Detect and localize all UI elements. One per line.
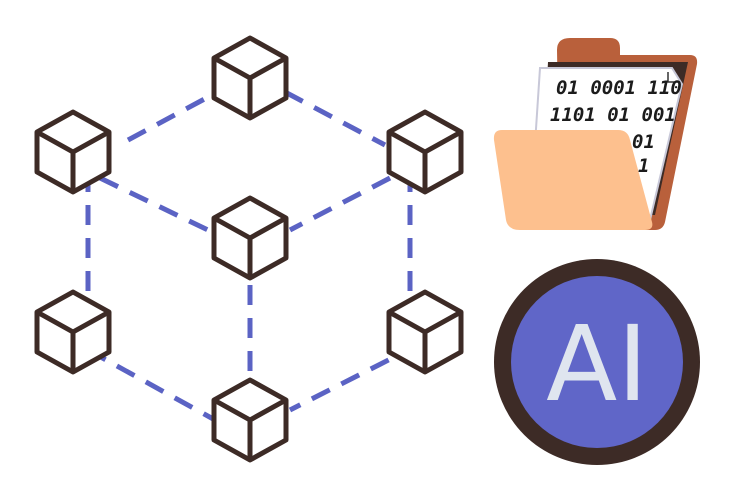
cube-icon bbox=[211, 377, 289, 463]
binary-folder-icon: 01 0001 110 1101 01 001 01 1 bbox=[493, 38, 698, 230]
connection-line bbox=[126, 92, 214, 143]
cube-icon bbox=[386, 109, 464, 195]
ai-label: AI bbox=[546, 303, 648, 425]
connection-line bbox=[86, 347, 217, 423]
binary-line: 01 0001 110 bbox=[556, 77, 682, 99]
binary-line: 1101 01 001 bbox=[550, 104, 676, 126]
connection-line bbox=[288, 175, 392, 233]
network-connections bbox=[85, 89, 420, 423]
cube-icon bbox=[34, 109, 112, 195]
connection-line bbox=[288, 342, 420, 413]
cube-icon bbox=[34, 289, 112, 375]
binary-line: 01 bbox=[632, 131, 655, 153]
cube-nodes bbox=[34, 35, 464, 463]
cube-icon bbox=[386, 289, 464, 375]
cube-icon bbox=[211, 35, 289, 121]
connection-line bbox=[283, 89, 387, 148]
ai-badge: AI bbox=[494, 259, 700, 465]
binary-line: 1 bbox=[638, 155, 649, 177]
connection-line bbox=[98, 175, 214, 235]
cube-icon bbox=[211, 195, 289, 281]
